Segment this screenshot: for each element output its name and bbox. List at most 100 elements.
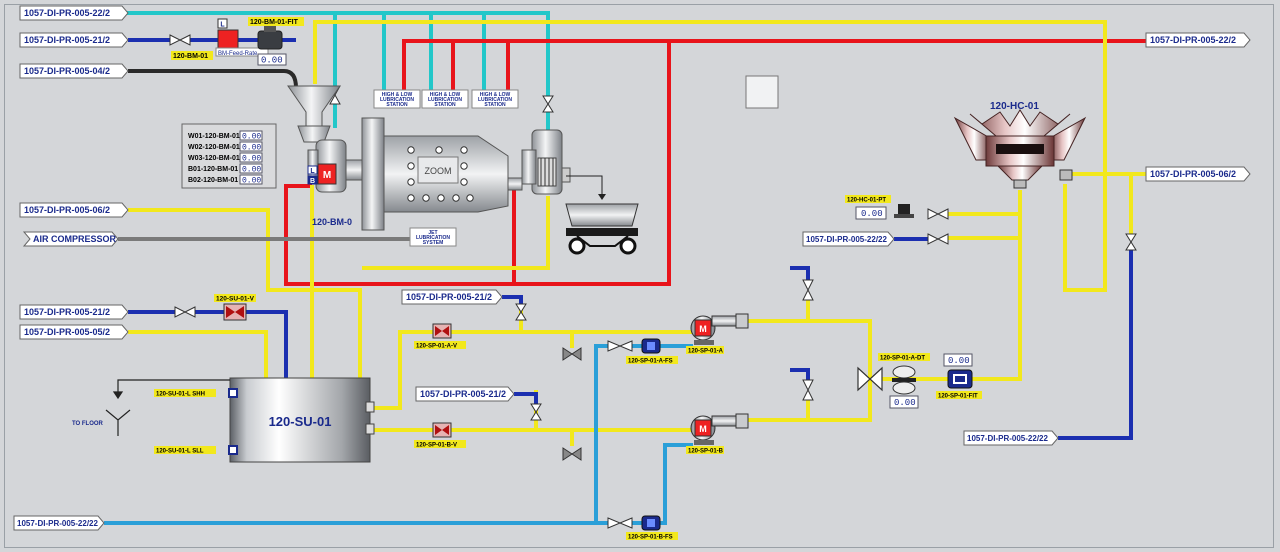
valve-pump-b-disch[interactable] [802,379,814,401]
hc-pt-value: 0.00 [861,209,883,219]
valve-header-large[interactable] [857,366,883,392]
svg-text:1057-DI-PR-005-06/2: 1057-DI-PR-005-06/2 [1150,169,1236,179]
offpage-left-pr-05[interactable]: 1057-DI-PR-005-05/2 [19,324,129,340]
offpage-mid-pr-021a[interactable]: 1057-DI-PR-005-21/2 [401,289,503,305]
svg-text:LUBRICATION: LUBRICATION [478,97,512,103]
valve-spb-lb[interactable] [607,517,633,529]
offpage-left-pr-021b[interactable]: 1057-DI-PR-005-21/2 [19,304,129,320]
floor-drain [105,379,230,436]
lube-station-3[interactable]: HIGH & LOW LUBRICATION STATION [471,89,519,109]
svg-text:1057-DI-PR-005-21/2: 1057-DI-PR-005-21/2 [24,35,110,45]
offpage-top-pr-022[interactable]: 1057-DI-PR-005-22/2 [19,5,129,21]
offpage-mid-pr-021b[interactable]: 1057-DI-PR-005-21/2 [415,386,515,402]
jet-lube-system[interactable]: JET LUBRICATION SYSTEM [409,227,457,247]
svg-text:L: L [220,22,225,29]
svg-text:ZOOM: ZOOM [425,166,452,176]
valve-spa-lb[interactable] [607,340,633,352]
svg-text:LUBRICATION: LUBRICATION [428,97,462,103]
bm-feeder[interactable]: L BM-Feed-Rate [215,18,269,57]
valve-hc-overflow[interactable] [1125,233,1137,251]
mill-measurement-table: W01-120-BM-01 0.00 W02-120-BM-01 0.00 W0… [181,123,277,189]
bm-fit-flowmeter[interactable] [257,26,283,50]
valve-hc-water[interactable] [927,233,949,245]
offpage-right-pr-2222[interactable]: 1057-DI-PR-005-22/22 [963,430,1059,446]
valve-discharge-cyan[interactable] [542,95,554,113]
mill-ports [407,146,474,202]
offpage-left-pr-06[interactable]: 1057-DI-PR-005-06/2 [19,202,129,218]
valve-pump-a-disch[interactable] [802,279,814,301]
offpage-left-pr-04[interactable]: 1057-DI-PR-005-04/2 [19,63,129,79]
svg-text:B02-120-BM-01: B02-120-BM-01 [188,177,238,184]
svg-text:W02-120-BM-01: W02-120-BM-01 [188,144,240,151]
lube-station-1[interactable]: HIGH & LOW LUBRICATION STATION [373,89,421,109]
valve-spb-water[interactable] [530,403,542,421]
svg-text:1057-DI-PR-005-21/2: 1057-DI-PR-005-21/2 [24,307,110,317]
svg-text:BM-Feed-Rate: BM-Feed-Rate [218,51,258,57]
valve-spb-drain[interactable] [562,447,582,461]
feed-hopper [287,85,341,127]
slurry-pump-b[interactable]: M [690,413,749,445]
spa-valve-tag: 120-SP-01-A-V [416,344,457,350]
valve-hc-pt[interactable] [927,208,949,220]
offpage-bottom-pr-2222[interactable]: 1057-DI-PR-005-22/22 [13,515,105,531]
svg-text:STATION: STATION [386,102,408,108]
su-control-valve[interactable] [223,303,247,321]
spb-valve-tag: 120-SP-01-B-V [416,443,457,449]
svg-text:0.00: 0.00 [242,155,261,164]
mill-table-row-3: B01-120-BM-01 0.00 [188,163,263,175]
spb-flow-switch[interactable] [641,515,661,531]
spa-flow-switch[interactable] [641,338,661,354]
mill-table-row-4: B02-120-BM-01 0.00 [188,174,263,186]
hc-pressure-transmitter[interactable] [894,204,914,218]
ball-mill-tag: 120-BM-0 [312,217,352,227]
sp-flowmeter[interactable] [947,369,973,389]
spa-control-valve[interactable] [432,323,452,339]
svg-text:LUBRICATION: LUBRICATION [380,97,414,103]
svg-text:LUBRICATION: LUBRICATION [416,235,450,241]
valve-bm-feed-water[interactable] [169,34,191,46]
offpage-air-compressor[interactable]: AIR COMPRESSOR [22,231,119,247]
sump-tank[interactable]: 120-SU-01 [229,377,375,463]
hydrocyclone[interactable] [953,109,1087,189]
mill-motor[interactable]: M L B [307,163,337,185]
to-floor-label: TO FLOOR [72,421,104,427]
blue-water-lines [128,38,1133,440]
sp-dt-value: 0.00 [894,398,916,408]
lsll-switch[interactable] [228,445,238,455]
svg-text:1057-DI-PR-005-22/2: 1057-DI-PR-005-22/2 [1150,35,1236,45]
svg-text:1057-DI-PR-005-05/2: 1057-DI-PR-005-05/2 [24,327,110,337]
valve-spa-drain[interactable] [562,347,582,361]
lshh-tag: 120-SU-01-L SHH [156,392,205,398]
spb-control-valve[interactable] [432,422,452,438]
pump-a-tag: 120-SP-01-A [688,349,724,355]
lshh-switch[interactable] [228,388,238,398]
mill-table-row-2: W03-120-BM-01 0.00 [188,152,263,164]
svg-text:1057-DI-PR-005-22/22: 1057-DI-PR-005-22/22 [967,434,1048,443]
svg-text:B: B [310,178,315,185]
valve-su-water[interactable] [174,306,196,318]
svg-text:SYSTEM: SYSTEM [423,240,444,246]
hc-pt-tag: 120-HC-01-PT [847,198,886,204]
mill-zoom-button[interactable]: ZOOM [417,156,459,184]
slurry-pump-a[interactable]: M [690,313,749,345]
valve-spa-water[interactable] [515,303,527,321]
offpage-left-pr-021[interactable]: 1057-DI-PR-005-21/2 [19,32,129,48]
cyan-water-lines [126,11,550,134]
bm-fit-value: 0.00 [261,56,283,66]
blank-square-button[interactable] [745,75,779,109]
svg-text:HIGH & LOW: HIGH & LOW [382,92,413,98]
svg-text:W03-120-BM-01: W03-120-BM-01 [188,155,240,162]
lightblue-lines [104,344,693,525]
mill-table-row-0: W01-120-BM-01 0.00 [188,130,263,142]
offpage-right-pr-06[interactable]: 1057-DI-PR-005-06/2 [1145,166,1251,182]
svg-text:M: M [323,170,331,181]
offpage-hc-pr-2222[interactable]: 1057-DI-PR-005-22/22 [802,231,895,247]
svg-text:0.00: 0.00 [242,133,261,142]
black-feed-line [128,69,298,89]
svg-text:L: L [310,168,315,175]
lube-station-2[interactable]: HIGH & LOW LUBRICATION STATION [421,89,469,109]
red-lube-lines [284,39,1146,286]
offpage-right-pr-022[interactable]: 1057-DI-PR-005-22/2 [1145,32,1251,48]
density-transmitter[interactable] [892,365,916,395]
